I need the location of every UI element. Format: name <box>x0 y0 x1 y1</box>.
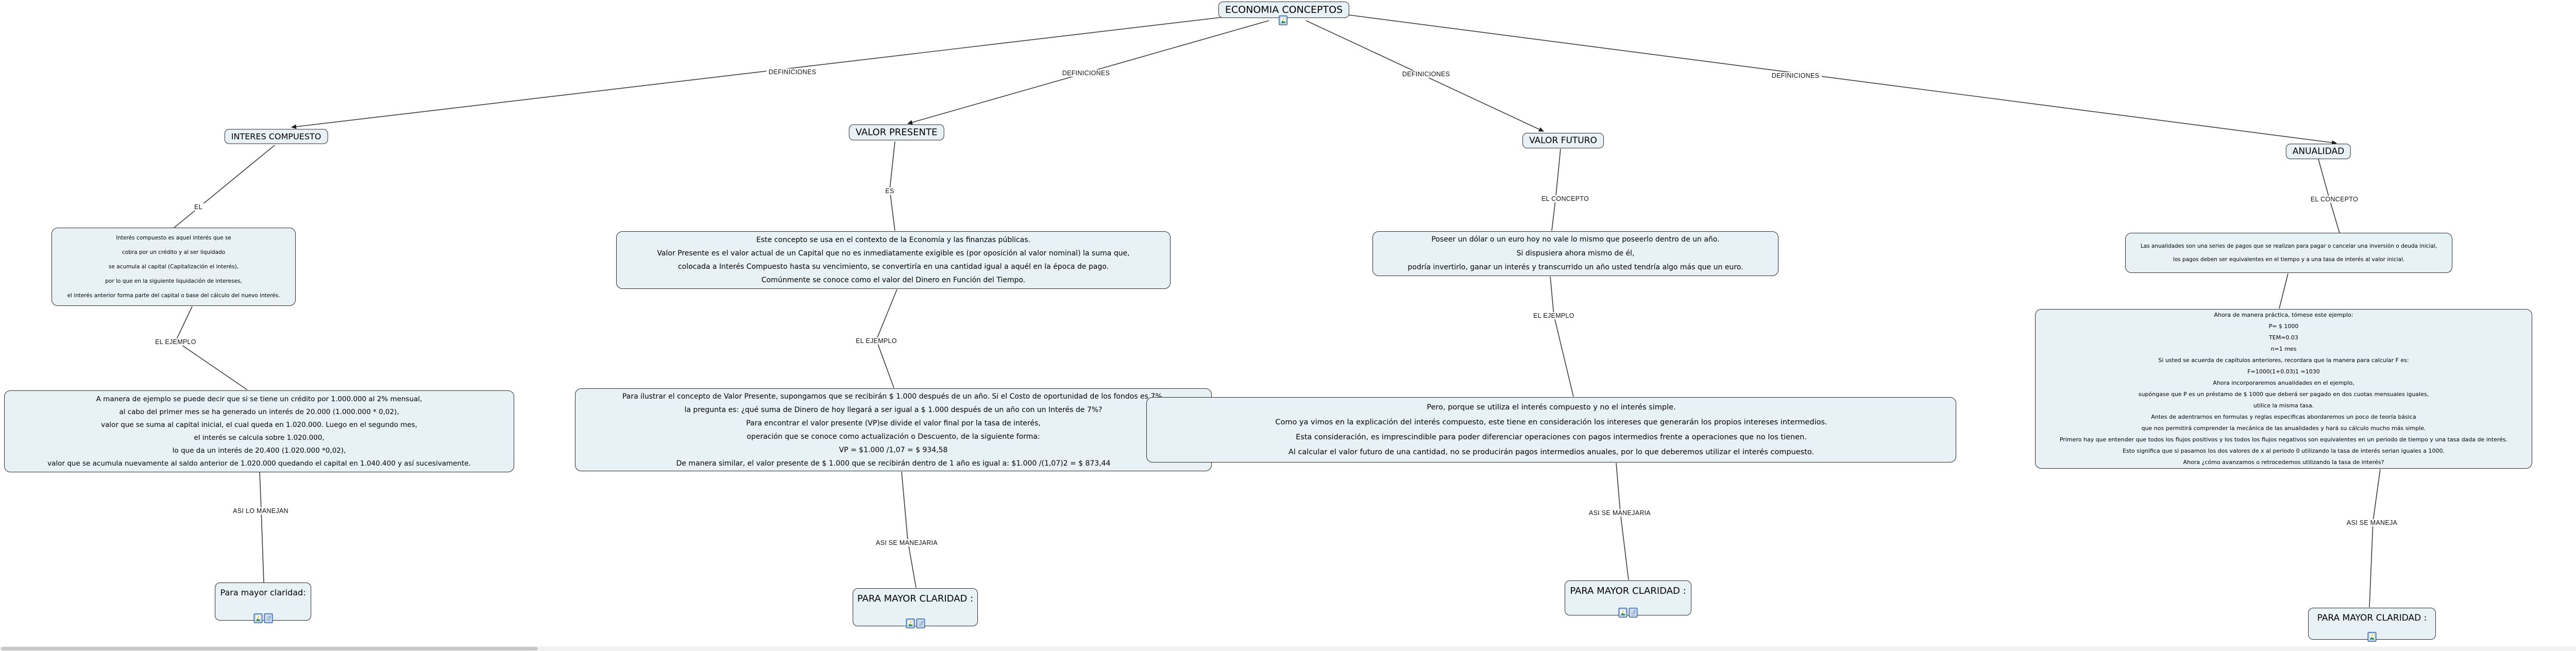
document-resource-icon[interactable] <box>916 619 925 631</box>
concept-node-valor-futuro[interactable]: VALOR FUTURO <box>1522 133 1604 148</box>
linking-phrase-es[interactable]: ES <box>883 187 896 195</box>
concept-node-valor-presente[interactable]: VALOR PRESENTE <box>849 124 944 141</box>
clarity-node-label: PARA MAYOR CLARIDAD : <box>1570 586 1686 596</box>
linking-phrase-definiciones-3[interactable]: DEFINICIONES <box>1400 71 1452 78</box>
root-concept-node[interactable]: ECONOMIA CONCEPTOS <box>1218 2 1350 18</box>
definition-box-valor-presente[interactable]: Este concepto se usa en el contexto de l… <box>616 231 1171 289</box>
linking-phrase-el-concepto-4[interactable]: EL CONCEPTO <box>2308 196 2361 203</box>
definition-box-anualidad[interactable]: Las anualidades son una series de pagos … <box>2125 233 2452 273</box>
clarity-node-valor-futuro[interactable]: PARA MAYOR CLARIDAD : <box>1565 580 1691 618</box>
linking-phrase-asi-lo-manejan[interactable]: ASI LO MANEJAN <box>231 507 291 515</box>
horizontal-scrollbar-thumb[interactable] <box>1 647 538 650</box>
clarity-node-label: Para mayor claridad: <box>220 588 306 597</box>
image-resource-icon[interactable] <box>906 619 914 631</box>
clarity-node-valor-presente[interactable]: PARA MAYOR CLARIDAD : <box>853 588 978 628</box>
horizontal-scrollbar[interactable] <box>0 646 2576 651</box>
concept-node-interes-compuesto[interactable]: INTERES COMPUESTO <box>224 129 328 144</box>
linking-phrase-el[interactable]: EL <box>192 203 205 211</box>
clarity-node-label: PARA MAYOR CLARIDAD : <box>2317 613 2427 623</box>
clarity-node-anualidad[interactable]: PARA MAYOR CLARIDAD : <box>2308 608 2436 642</box>
document-resource-icon[interactable] <box>264 613 273 625</box>
example-box-anualidad[interactable]: Ahora de manera práctica, tómese este ej… <box>2035 309 2532 469</box>
image-resource-icon[interactable] <box>2367 632 2377 644</box>
image-resource-icon[interactable] <box>1618 608 1628 620</box>
definition-box-interes-compuesto[interactable]: Interés compuesto es aquel interés que s… <box>52 228 296 306</box>
linking-phrase-el-ejemplo-2[interactable]: EL EJEMPLO <box>854 337 899 345</box>
linking-phrase-definiciones-4[interactable]: DEFINICIONES <box>1769 72 1822 79</box>
linking-phrase-el-ejemplo-3[interactable]: EL EJEMPLO <box>1531 312 1577 319</box>
example-box-valor-futuro[interactable]: Pero, porque se utiliza el interés compu… <box>1146 397 1956 462</box>
image-resource-icon[interactable] <box>253 613 262 625</box>
image-resource-icon[interactable] <box>1279 15 1287 25</box>
linking-phrase-asi-se-manejaria-3[interactable]: ASI SE MANEJARIA <box>1586 509 1653 517</box>
linking-phrase-el-ejemplo-1[interactable]: EL EJEMPLO <box>153 338 198 346</box>
linking-phrase-definiciones-2[interactable]: DEFINICIONES <box>1060 70 1112 77</box>
definition-box-valor-futuro[interactable]: Poseer un dólar o un euro hoy no vale lo… <box>1372 231 1778 276</box>
linking-phrase-el-concepto-3[interactable]: EL CONCEPTO <box>1539 195 1591 202</box>
example-box-interes-compuesto[interactable]: A manera de ejemplo se puede decir que s… <box>4 390 514 472</box>
example-box-valor-presente[interactable]: Para ilustrar el concepto de Valor Prese… <box>575 388 1212 471</box>
linking-phrase-asi-se-maneja[interactable]: ASI SE MANEJA <box>2344 519 2400 526</box>
linking-phrase-asi-se-manejaria-2[interactable]: ASI SE MANEJARIA <box>873 539 940 546</box>
clarity-node-label: PARA MAYOR CLARIDAD : <box>857 593 974 604</box>
clarity-node-interes-compuesto[interactable]: Para mayor claridad: <box>215 583 311 623</box>
document-resource-icon[interactable] <box>1629 608 1638 620</box>
concept-node-anualidad[interactable]: ANUALIDAD <box>2285 144 2351 159</box>
linking-phrase-definiciones-1[interactable]: DEFINICIONES <box>766 68 819 76</box>
